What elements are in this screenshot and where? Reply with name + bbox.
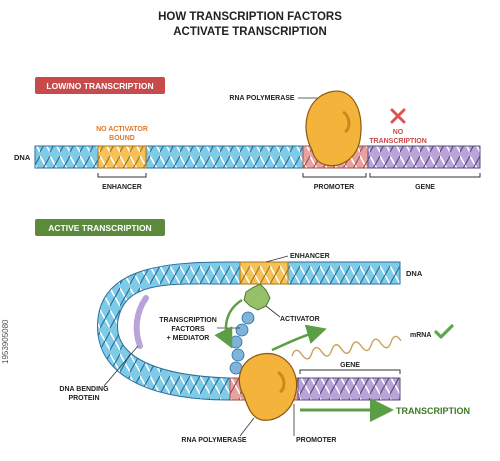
mediator-complex <box>229 311 255 375</box>
dna-bending-leader <box>103 345 139 387</box>
gene-bracket-low <box>369 173 481 178</box>
active-transcription-label: ACTIVE TRANSCRIPTION <box>48 223 151 233</box>
gene-label-low: GENE <box>415 184 435 191</box>
gene-segment-low <box>367 145 481 169</box>
section-active-transcription: ACTIVE TRANSCRIPTION DNA BENDING PROTEIN… <box>35 219 470 444</box>
activator-label: ACTIVATOR <box>280 316 320 323</box>
promoter-label-active: PROMOTER <box>296 437 336 444</box>
dna-bending-label-1: DNA BENDING <box>59 386 109 393</box>
dna-label-low: DNA <box>14 153 31 162</box>
recruit-arrow-left <box>214 298 243 349</box>
low-transcription-banner <box>35 77 165 94</box>
enhancer-leader-active <box>265 255 289 263</box>
rna-polymerase-leader-active <box>239 417 255 437</box>
enhancer-bracket-low <box>97 173 147 178</box>
no-transcription-label-1: NO <box>393 129 404 136</box>
rna-polymerase-label-active: RNA POLYMERASE <box>181 437 247 444</box>
recruit-arrow-right <box>271 324 327 352</box>
tf-label-3: + MEDIATOR <box>167 335 210 342</box>
rna-polymerase-blob-low <box>305 90 362 167</box>
activator-leader <box>265 305 281 318</box>
no-transcription-label-2: TRANSCRIPTION <box>369 138 427 145</box>
dna-label-active: DNA <box>406 269 423 278</box>
activator-protein <box>243 283 271 311</box>
rna-polymerase-notch-active <box>277 370 286 394</box>
dna-strand-low <box>34 145 304 169</box>
tf-label-1: TRANSCRIPTION <box>159 317 217 324</box>
promoter-bracket-low <box>302 173 367 178</box>
check-icon <box>434 324 454 339</box>
gene-segment-active <box>297 377 401 401</box>
dna-bending-label-2: PROTEIN <box>68 395 99 402</box>
enhancer-label-low: ENHANCER <box>102 184 142 191</box>
promoter-label-low: PROMOTER <box>314 184 354 191</box>
tf-label-2: FACTORS <box>171 326 205 333</box>
rna-polymerase-notch-low <box>342 110 351 134</box>
active-transcription-banner <box>35 219 165 236</box>
low-transcription-label: LOW/NO TRANSCRIPTION <box>46 81 153 91</box>
stock-id-watermark: 1953905080 <box>1 319 10 364</box>
enhancer-segment-active <box>239 261 289 285</box>
enhancer-segment-low <box>97 145 147 169</box>
rna-polymerase-label-low: RNA POLYMERASE <box>229 95 295 102</box>
no-activator-label-1: NO ACTIVATOR <box>96 126 148 133</box>
transcription-label: TRANSCRIPTION <box>396 406 470 416</box>
no-activator-label-2: BOUND <box>109 135 135 142</box>
title-line-1: HOW TRANSCRIPTION FACTORS <box>158 11 342 23</box>
gene-bracket-active <box>299 369 401 374</box>
dna-bending-protein <box>133 295 149 349</box>
gene-label-active: GENE <box>340 362 360 369</box>
title-line-2: ACTIVATE TRANSCRIPTION <box>173 26 327 38</box>
mrna-strand <box>291 335 402 360</box>
cross-icon <box>390 108 406 124</box>
section-low-transcription: LOW/NO TRANSCRIPTION DNA NO ACTIVATOR BO… <box>14 77 481 191</box>
enhancer-label-active: ENHANCER <box>290 253 330 260</box>
dna-loop <box>97 261 401 401</box>
mrna-label: mRNA <box>410 332 431 339</box>
rna-polymerase-blob-active <box>238 352 298 421</box>
